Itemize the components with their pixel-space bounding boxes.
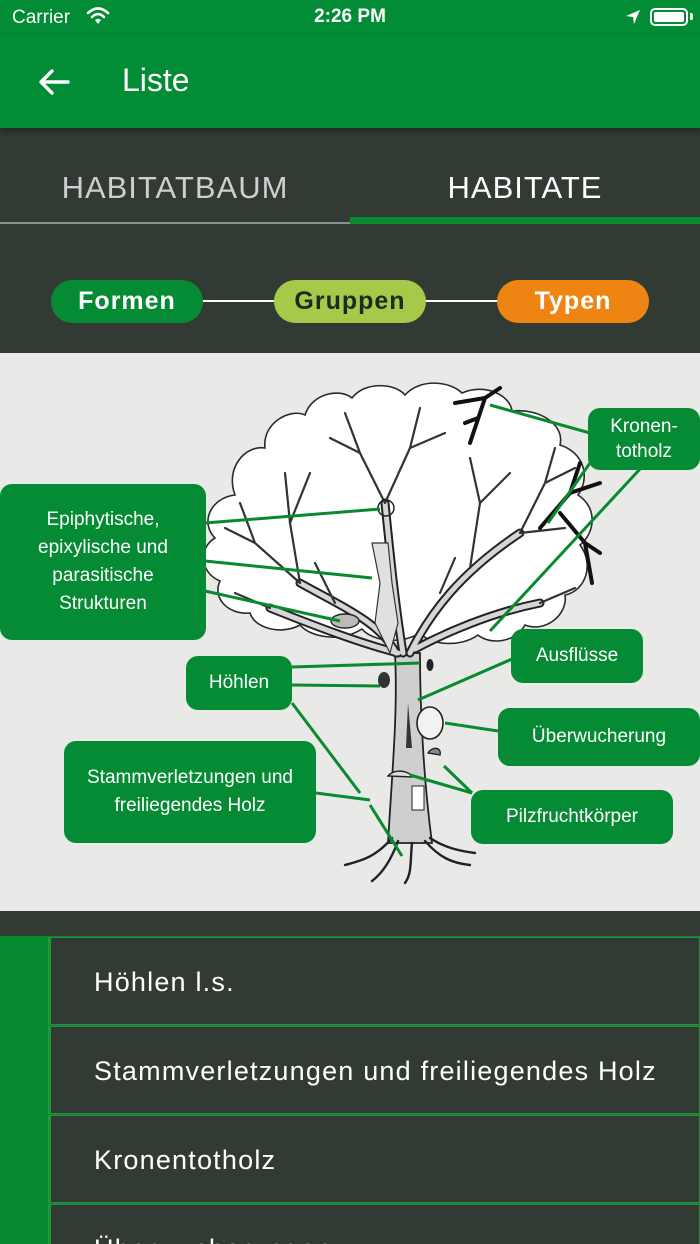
list-item-label: Überwucherungen [94,1205,333,1244]
tab-selected-indicator [350,217,700,224]
filter-connector [424,300,500,302]
filter-connector [200,300,278,302]
filter-typen-button[interactable]: Typen [497,280,649,323]
list-item[interactable]: Stammverletzungen und freiliegendes Holz [48,1026,700,1114]
tab-bar: HABITATBAUM HABITATE [0,128,700,224]
battery-icon [650,8,688,26]
list-item[interactable]: Kronentotholz [48,1115,700,1203]
list-item[interactable]: Überwucherungen [48,1204,700,1244]
label-epiphytische-strukturen[interactable]: Epiphytische, epixylische und parasitisc… [0,484,206,640]
list-item-label: Höhlen l.s. [94,967,235,997]
tree-illustration [202,382,642,885]
filter-steps: Formen Gruppen Typen [0,224,700,353]
tab-habitatbaum[interactable]: HABITATBAUM [61,170,289,205]
status-bar: Carrier 2:26 PM [0,0,700,36]
battery-tip [690,13,693,20]
list-item-label: Kronentotholz [94,1145,277,1175]
list-item-label: Stammverletzungen und freiliegendes Holz [94,1056,657,1086]
label-pilzfruchtkoerper[interactable]: Pilzfruchtkörper [471,790,673,844]
back-arrow-icon[interactable] [34,64,74,100]
clock: 2:26 PM [314,6,386,27]
filter-gruppen-button[interactable]: Gruppen [274,280,426,323]
habitat-tree-diagram: Kronen- totholz Epiphytische, epixylisch… [0,353,700,911]
filter-formen-button[interactable]: Formen [51,280,203,323]
wifi-icon [86,7,110,24]
carrier-label: Carrier [12,7,71,28]
list-item[interactable]: Höhlen l.s. [48,937,700,1025]
location-arrow-icon [626,10,640,24]
label-ausfluesse[interactable]: Ausflüsse [511,629,643,683]
label-kronentotholz[interactable]: Kronen- totholz [588,408,700,470]
habitat-list: Höhlen l.s. Stammverletzungen und freili… [0,936,700,1244]
label-stammverletzungen[interactable]: Stammverletzungen und freiliegendes Holz [64,741,316,843]
app-bar: Liste [0,36,700,128]
page-title: Liste [122,62,190,98]
tab-divider [0,222,350,224]
tab-habitate[interactable]: HABITATE [447,170,603,205]
label-hoehlen[interactable]: Höhlen [186,656,292,710]
label-ueberwucherung[interactable]: Überwucherung [498,708,700,766]
